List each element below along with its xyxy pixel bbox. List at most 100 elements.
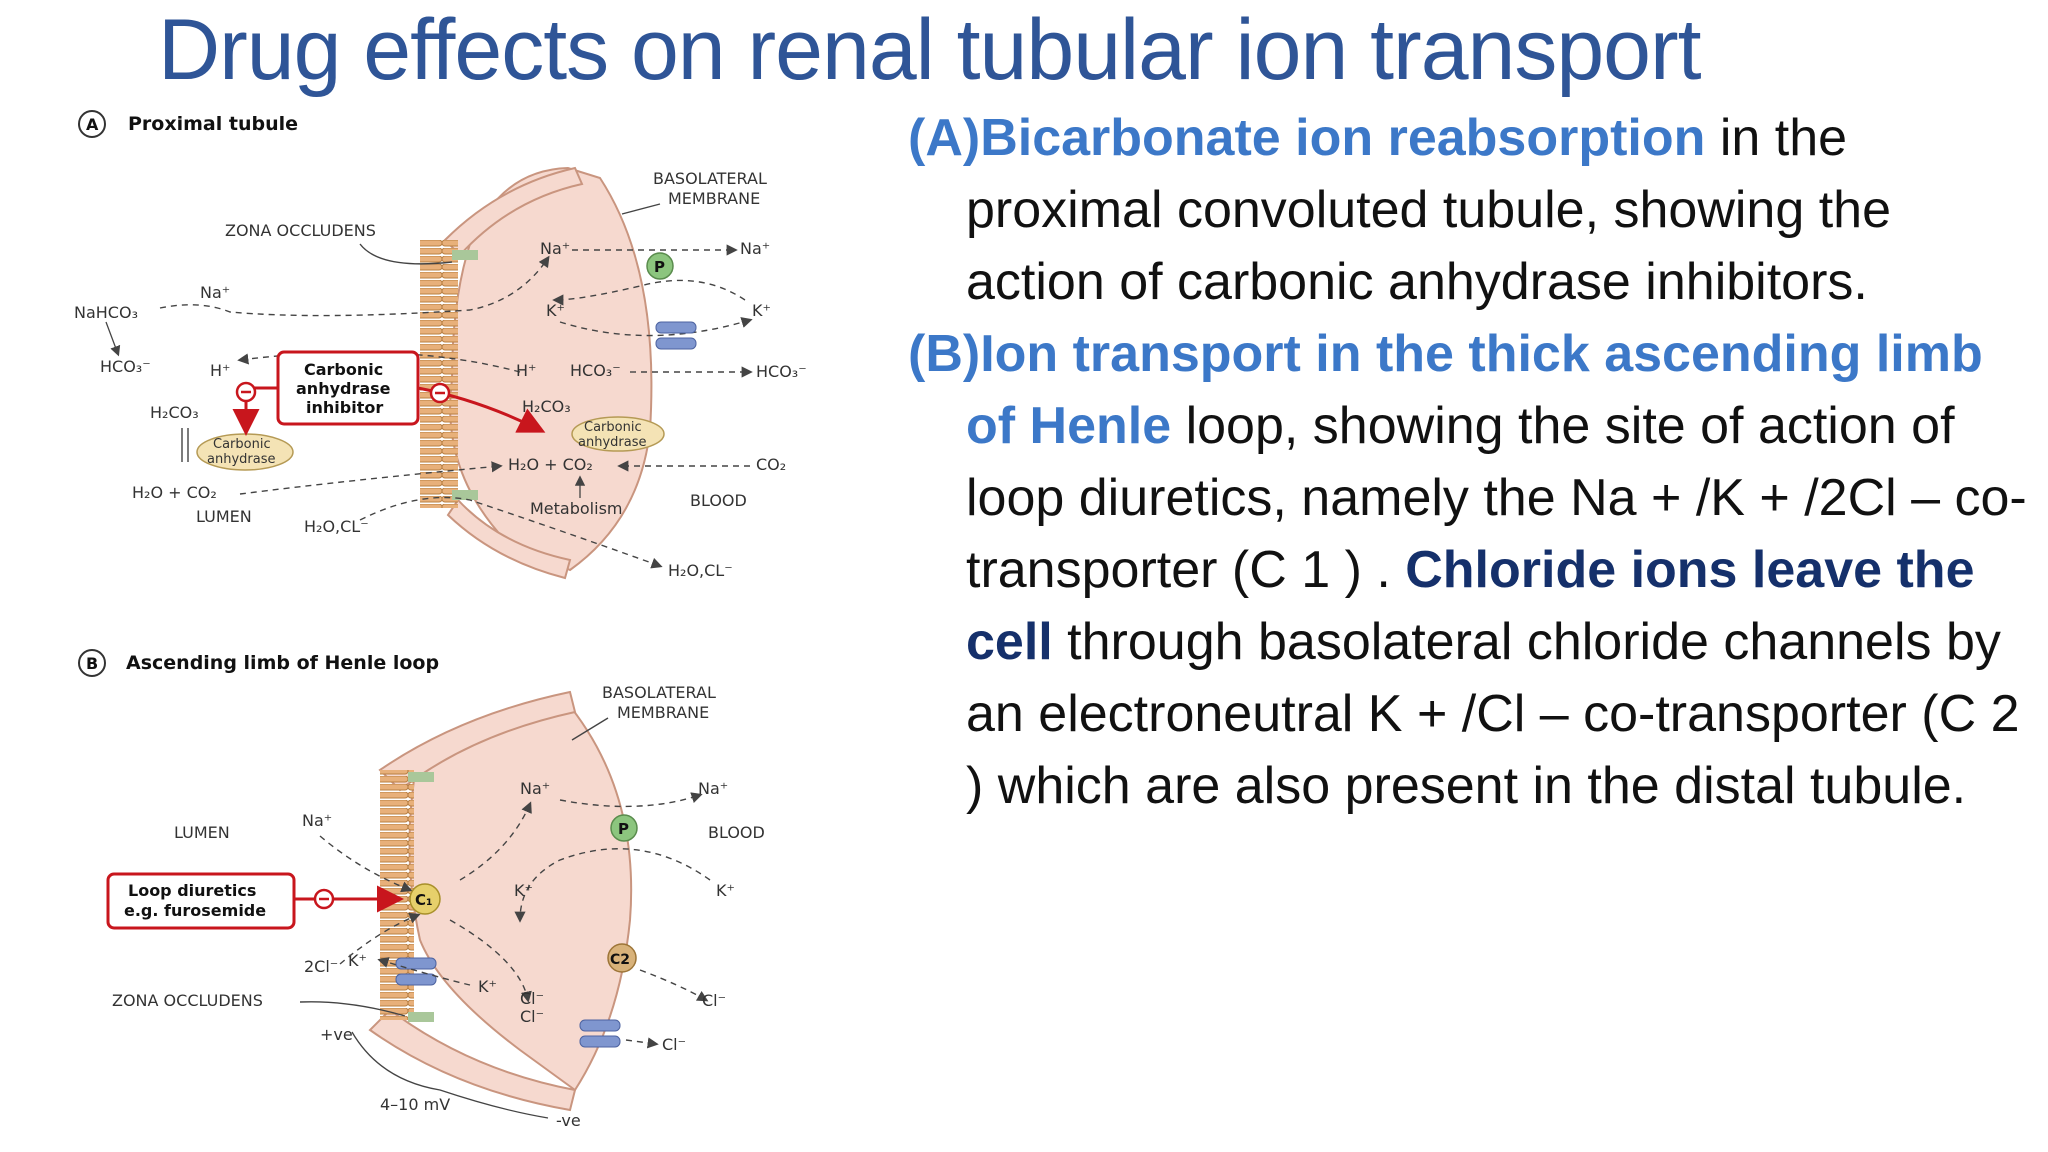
b-k-cycle	[514, 848, 711, 923]
slide-title: Drug effects on renal tubular ion transp…	[158, 2, 1702, 98]
a-h2o-cl-para: H₂O,CL⁻	[304, 517, 369, 536]
b-na-lumen: Na⁺	[302, 811, 332, 830]
b-k-cell: K⁺	[514, 881, 533, 900]
a-inhibitor-2: anhydrase	[296, 379, 391, 398]
panel-b: B Ascending limb of Henle loop BASOLATER…	[78, 649, 765, 1130]
b-highlight: Ion transport in the thick ascending lim…	[966, 325, 1983, 455]
b-dark: Chloride ions leave the cell	[966, 541, 1975, 671]
a-na-cell: Na⁺	[540, 239, 570, 258]
b-voltage: 4–10 mV	[380, 1095, 450, 1114]
b-na-up	[459, 801, 532, 881]
b-rest: loop, showing the site of action of loop…	[966, 397, 2027, 599]
b-tight-junction-lower	[408, 1012, 434, 1022]
a-ca-lumen-2: anhydrase	[207, 452, 275, 467]
panel-b-letter-badge	[78, 649, 106, 677]
a-nahco3-split	[105, 321, 121, 357]
a-h2co3-cell: H₂CO₃	[522, 397, 571, 416]
b-k-blood: K⁺	[716, 881, 735, 900]
a-k-leak	[559, 317, 753, 337]
b-loop-2: e.g. furosemide	[124, 901, 266, 920]
b-k-recycle: K⁺	[478, 977, 497, 996]
inhibitor-symbol-icon	[235, 381, 257, 403]
paragraph-b: (B)Ion transport in the thick ascending …	[908, 318, 2033, 822]
paragraph-a: (A)Bicarbonate ion reabsorption in the p…	[908, 102, 2033, 318]
b-cl-blood-2: Cl⁻	[662, 1035, 686, 1054]
upper-cell-cap	[443, 166, 584, 257]
a-h2o-co2-cell: H₂O + CO₂	[508, 455, 593, 474]
a-k-blood: K⁺	[752, 301, 771, 320]
inhibitor-symbol-icon	[429, 382, 451, 404]
a-lumen-enzyme: Carbonic anhydrase	[196, 433, 294, 471]
b-basolateral-pointer	[571, 717, 609, 741]
b-pump-label: P	[618, 820, 629, 838]
b-cl-out-1	[639, 969, 709, 1002]
a-hco3-lumen: HCO₃⁻	[100, 357, 151, 376]
a-h2o-cl-blood: H₂O,CL⁻	[668, 561, 733, 580]
b-plus-ve: +ve	[320, 1025, 353, 1044]
b-na-entry	[319, 835, 413, 893]
b-na-blood: Na⁺	[698, 779, 728, 798]
a-h2o-co2-lumen: H₂O + CO₂	[132, 483, 217, 502]
b-cl-out-2	[625, 1037, 659, 1049]
a-na-path	[159, 255, 550, 317]
channel-icon	[579, 1019, 621, 1048]
tight-junction-lower	[452, 490, 478, 500]
b-cl-down	[449, 919, 532, 1003]
a-metabolism: Metabolism	[530, 499, 622, 518]
a-ca-cell-2: anhydrase	[578, 435, 646, 450]
b-basolateral-1: BASOLATERAL	[602, 683, 716, 702]
description-text: (A)Bicarbonate ion reabsorption in the p…	[908, 102, 2033, 822]
b-lower-cap	[368, 1008, 577, 1112]
b-cl-cell-2: Cl⁻	[520, 1007, 544, 1026]
a-h-cell: H⁺	[516, 361, 536, 380]
pump-icon: P	[610, 814, 638, 842]
a-ca-cell-1: Carbonic	[584, 420, 642, 435]
panel-b-letter: B	[86, 654, 98, 673]
a-co2-blood: CO₂	[756, 455, 786, 474]
b-na-cell: Na⁺	[520, 779, 550, 798]
a-k-cycle	[552, 279, 746, 306]
b-voltage-bracket	[351, 1031, 549, 1119]
a-cell-enzyme: Carbonic anhydrase	[571, 416, 665, 452]
a-highlight: Bicarbonate ion reabsorption	[980, 109, 1706, 167]
b-zona-pointer	[299, 1001, 406, 1017]
b-k-lumen: K⁺	[348, 951, 367, 970]
b-2cl-entry	[339, 912, 421, 965]
a-hco3-cell: HCO₃⁻	[570, 361, 621, 380]
c2-cotransporter: C2	[607, 943, 637, 973]
a-h2co3-lumen: H₂CO₃	[150, 403, 199, 422]
a-inhibitor-1: Carbonic	[304, 360, 383, 379]
panel-b-heading: Ascending limb of Henle loop	[126, 652, 439, 674]
b-lumen: LUMEN	[174, 823, 230, 842]
b-loop-diuretic-box: Loop diuretics e.g. furosemide	[106, 872, 296, 930]
b-blood: BLOOD	[708, 823, 765, 842]
a-co2-diffusion	[239, 461, 503, 495]
a-zona-pointer	[359, 243, 453, 265]
b-k-recycle-arrow	[377, 957, 471, 986]
channel-icon	[655, 321, 697, 350]
a-pump-label: P	[654, 258, 665, 276]
b-cl-blood-1: Cl⁻	[702, 991, 726, 1010]
b-minus-ve: -ve	[556, 1111, 581, 1130]
pump-icon: P	[646, 252, 674, 280]
b-tight-junction-upper	[408, 772, 434, 782]
b-rest2: through basolateral chloride channels by…	[966, 613, 2020, 815]
a-basolateral-1: BASOLATERAL	[653, 169, 767, 188]
transport-diagram: A Proximal tubule BASOLATERAL MEMBRANE Z…	[74, 110, 807, 1130]
a-basolateral-pointer	[621, 203, 661, 215]
b-c1: C₁	[415, 891, 433, 909]
tight-junction-upper	[452, 250, 478, 260]
c1-cotransporter: C₁	[409, 883, 441, 915]
b-2cl: 2Cl⁻	[304, 957, 338, 976]
a-paracellular-path	[359, 496, 663, 569]
channel-icon	[395, 957, 437, 986]
a-rest: in the proximal convoluted tubule, showi…	[966, 109, 1892, 311]
a-na-lumen: Na⁺	[200, 283, 230, 302]
a-h-lumen: H⁺	[210, 361, 230, 380]
a-inhibitor-box: Carbonic anhydrase inhibitor	[276, 350, 420, 426]
panel-a-letter-badge	[78, 110, 106, 138]
a-label: (A)	[908, 109, 981, 167]
a-lumen: LUMEN	[196, 507, 252, 526]
b-loop-1: Loop diuretics	[128, 881, 256, 900]
a-ca-lumen-1: Carbonic	[213, 437, 271, 452]
